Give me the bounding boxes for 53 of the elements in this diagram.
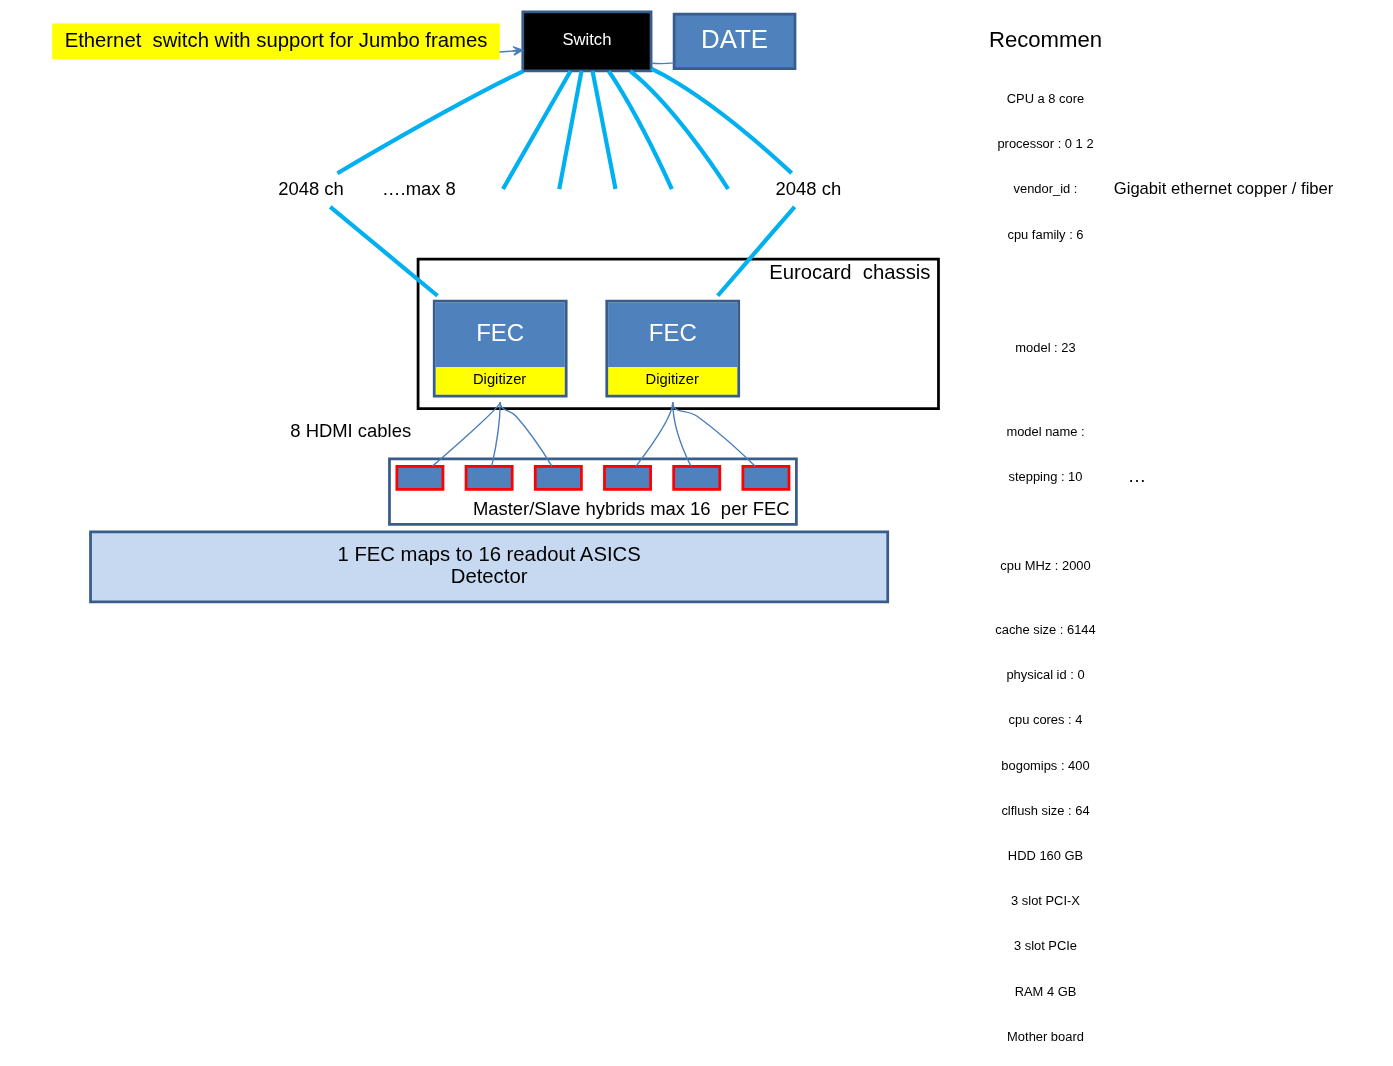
label: clflush size : 64 bbox=[1001, 802, 1090, 818]
node-text: 2048 ch bbox=[278, 177, 344, 199]
cluster bbox=[416, 257, 940, 411]
connector bbox=[557, 70, 584, 190]
connector bbox=[672, 401, 756, 467]
label: stepping : 10 bbox=[1008, 469, 1083, 485]
connector bbox=[501, 69, 573, 191]
label: bogomips : 400 bbox=[1001, 757, 1090, 773]
connector bbox=[491, 401, 501, 467]
node-label: Eurocard chassis bbox=[769, 261, 931, 284]
label: model : 23 bbox=[1015, 340, 1076, 356]
label: Recommen bbox=[988, 27, 1103, 53]
node-box bbox=[464, 464, 514, 491]
node-box: Switch bbox=[521, 10, 653, 73]
label: 3 slot PCI-X bbox=[1011, 893, 1080, 909]
node-box: Ethernet switch with support for Jumbo frames bbox=[52, 23, 500, 60]
arrow bbox=[498, 46, 524, 56]
connector bbox=[650, 66, 794, 175]
connector bbox=[590, 70, 618, 190]
label: cache size : 6144 bbox=[995, 621, 1096, 637]
connector bbox=[328, 205, 439, 298]
label: model name : bbox=[1006, 424, 1085, 440]
label: HDD 160 GB bbox=[1007, 848, 1084, 864]
label: Gigabit ethernet copper / fiber bbox=[1113, 179, 1334, 199]
label: cpu family : 6 bbox=[1007, 226, 1084, 242]
label: 8 HDMI cables bbox=[290, 420, 412, 442]
node-box bbox=[672, 464, 722, 491]
connector bbox=[628, 69, 730, 191]
label: physical id : 0 bbox=[1006, 667, 1085, 683]
label: vendor_id : bbox=[1013, 181, 1078, 197]
connector bbox=[650, 62, 675, 65]
node-text: 2048 ch bbox=[775, 177, 842, 199]
label: RAM 4 GB bbox=[1014, 983, 1077, 999]
connector bbox=[336, 69, 525, 176]
connector bbox=[635, 401, 674, 467]
node-box bbox=[603, 464, 652, 491]
label: Mother board bbox=[1007, 1028, 1084, 1044]
label: 3 slot PCIe bbox=[1013, 938, 1078, 954]
label: cpu cores : 4 bbox=[1008, 712, 1083, 728]
label: … bbox=[1127, 465, 1147, 487]
connector bbox=[716, 205, 797, 298]
connector bbox=[431, 401, 501, 467]
node-box bbox=[741, 464, 791, 491]
node-text: ….max 8 bbox=[382, 177, 456, 199]
label: CPU a 8 core bbox=[1006, 90, 1085, 106]
node-box: 1 FEC maps to 16 readout ASICS Detector bbox=[89, 530, 890, 604]
connector bbox=[607, 70, 674, 190]
cluster: Master/Slave hybrids max 16 per FEC bbox=[388, 457, 798, 526]
node-box bbox=[533, 464, 583, 491]
label: cpu MHz : 2000 bbox=[1000, 558, 1091, 574]
node-box: DATE bbox=[672, 12, 797, 71]
label: processor : 0 1 2 bbox=[997, 136, 1094, 152]
node-box bbox=[395, 464, 445, 491]
